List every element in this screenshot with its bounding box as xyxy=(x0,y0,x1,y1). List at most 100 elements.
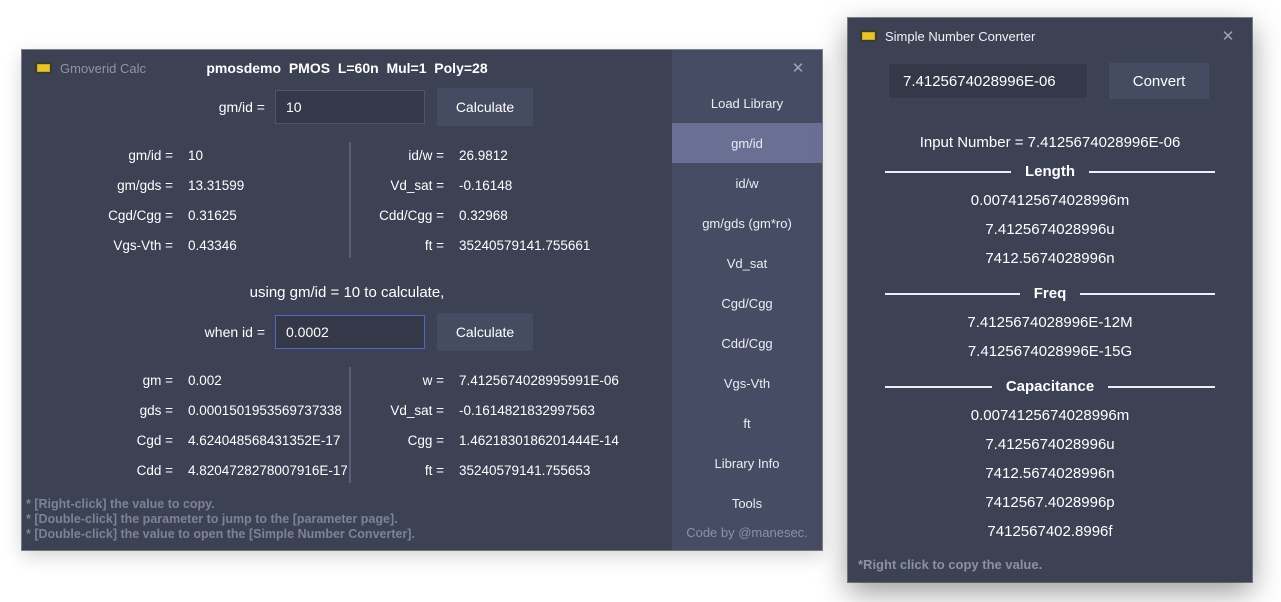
result-label[interactable]: gm = xyxy=(142,372,173,388)
result-value[interactable]: 13.31599 xyxy=(188,177,245,193)
result-row: w = 7.4125674028995991E-06 xyxy=(353,365,671,395)
using-gmid-text: using gm/id = 10 to calculate, xyxy=(249,284,445,301)
result-label[interactable]: gm/gds = xyxy=(117,177,173,193)
result-row: Cdd/Cgg = 0.32968 xyxy=(353,200,671,230)
sidebar-item-vgsvth[interactable]: Vgs-Vth xyxy=(723,375,771,391)
result-value[interactable]: 4.8204728278007916E-17 xyxy=(188,462,347,478)
result-row: gm = 0.002 xyxy=(22,365,347,395)
app-icon xyxy=(35,62,52,74)
result-value[interactable]: 35240579141.755653 xyxy=(459,462,591,478)
calc-window-title: Gmoverid Calc xyxy=(60,60,146,76)
convert-button[interactable]: Convert xyxy=(1109,63,1209,99)
result-value[interactable]: -0.16148 xyxy=(459,177,513,193)
result-value[interactable]: 26.9812 xyxy=(459,147,508,163)
sidebar-item-cddcgg[interactable]: Cdd/Cgg xyxy=(721,335,773,351)
calculate-button-2[interactable]: Calculate xyxy=(437,313,533,351)
gmid-input-row: gm/id = Calculate xyxy=(22,88,672,126)
converted-value[interactable]: 7412.5674028996n xyxy=(985,465,1115,482)
gmid-input-label: gm/id = xyxy=(218,99,265,115)
converter-titlebar[interactable]: Simple Number Converter ✕ xyxy=(848,18,1252,54)
converted-value[interactable]: 7412567.4028996p xyxy=(985,494,1115,511)
sidebar-item-load-library[interactable]: Load Library xyxy=(710,95,784,111)
sidebar-item-gmid[interactable]: gm/id xyxy=(672,123,822,163)
result-label[interactable]: ft = xyxy=(424,237,444,253)
column-divider xyxy=(349,142,351,258)
results-section-2: gm = 0.002 gds = 0.0001501953569737338 Cgd… xyxy=(22,365,672,485)
result-label[interactable]: ft = xyxy=(424,462,444,478)
sidebar-item-library-info[interactable]: Library Info xyxy=(714,455,780,471)
result-row: Vd_sat = -0.16148 xyxy=(353,170,671,200)
result-label[interactable]: Vd_sat = xyxy=(390,402,444,418)
freq-section-header: Freq xyxy=(885,285,1216,302)
converted-value[interactable]: 7.4125674028996E-15G xyxy=(967,343,1133,360)
calc-titlebar[interactable]: Gmoverid Calc pmosdemo PMOS L=60n Mul=1 … xyxy=(22,50,672,86)
result-value[interactable]: 4.624048568431352E-17 xyxy=(188,432,341,448)
result-row: Vgs-Vth = 0.43346 xyxy=(22,230,347,260)
device-params-text: pmosdemo PMOS L=60n Mul=1 Poly=28 xyxy=(206,60,488,76)
result-row: Cdd = 4.8204728278007916E-17 xyxy=(22,455,347,485)
result-row: gm/gds = 13.31599 xyxy=(22,170,347,200)
result-value[interactable]: 10 xyxy=(188,147,204,163)
hint-line: * [Double-click] the value to open the [… xyxy=(26,527,415,541)
result-value[interactable]: 0.43346 xyxy=(188,237,237,253)
close-icon[interactable]: ✕ xyxy=(1221,28,1235,45)
result-value[interactable]: 0.0001501953569737338 xyxy=(188,402,342,418)
converted-value[interactable]: 7412567402.8996f xyxy=(987,523,1113,540)
result-value[interactable]: 7.4125674028995991E-06 xyxy=(459,372,619,388)
converter-input-row: Convert xyxy=(888,63,1252,99)
result-row: Cgg = 1.4621830186201444E-14 xyxy=(353,425,671,455)
result-label[interactable]: id/w = xyxy=(408,147,444,163)
converted-value[interactable]: 7.4125674028996u xyxy=(985,436,1115,453)
result-label[interactable]: gm/id = xyxy=(128,147,173,163)
result-value[interactable]: 0.31625 xyxy=(188,207,237,223)
result-label[interactable]: Cgd/Cgg = xyxy=(108,207,173,223)
divider-line xyxy=(885,292,1020,295)
result-row: ft = 35240579141.755661 xyxy=(353,230,671,260)
author-credit: Code by @manesec. xyxy=(686,525,808,540)
result-value[interactable]: 0.002 xyxy=(188,372,222,388)
result-row: gm/id = 10 xyxy=(22,140,347,170)
section-title: Length xyxy=(1025,163,1075,180)
converted-value[interactable]: 7.4125674028996u xyxy=(985,221,1115,238)
result-value[interactable]: 35240579141.755661 xyxy=(459,237,591,253)
result-label[interactable]: Cdd = xyxy=(136,462,173,478)
result-row: Cgd/Cgg = 0.31625 xyxy=(22,200,347,230)
converted-value[interactable]: 7.4125674028996E-12M xyxy=(967,314,1133,331)
divider-line xyxy=(885,385,992,388)
divider-line xyxy=(885,170,1011,173)
sidebar-item-cgdcgg[interactable]: Cgd/Cgg xyxy=(721,295,773,311)
number-input[interactable] xyxy=(888,63,1088,99)
app-icon xyxy=(860,30,877,42)
sidebar-item-ft[interactable]: ft xyxy=(743,415,751,431)
result-label[interactable]: Cdd/Cgg = xyxy=(379,207,444,223)
converter-window-title: Simple Number Converter xyxy=(885,28,1036,44)
result-row: ft = 35240579141.755653 xyxy=(353,455,671,485)
when-id-input[interactable] xyxy=(275,315,425,349)
sidebar-item-idw[interactable]: id/w xyxy=(735,175,759,191)
divider-line xyxy=(1089,170,1215,173)
result-value[interactable]: 0.32968 xyxy=(459,207,508,223)
gmid-input[interactable] xyxy=(275,90,425,124)
result-row: Cgd = 4.624048568431352E-17 xyxy=(22,425,347,455)
converted-value[interactable]: 0.0074125674028996m xyxy=(970,407,1130,424)
converted-value[interactable]: 0.0074125674028996m xyxy=(970,192,1130,209)
result-label[interactable]: gds = xyxy=(139,402,173,418)
hint-line: * [Right-click] the value to copy. xyxy=(26,497,215,511)
result-label[interactable]: Cgg = xyxy=(407,432,444,448)
converter-footer-hint: *Right click to copy the value. xyxy=(858,557,1043,572)
result-value[interactable]: 1.4621830186201444E-14 xyxy=(459,432,619,448)
results-section-1: gm/id = 10 gm/gds = 13.31599 Cgd/Cgg = 0.31… xyxy=(22,140,672,260)
sidebar-item-tools[interactable]: Tools xyxy=(731,495,763,511)
result-value[interactable]: -0.1614821832997563 xyxy=(459,402,595,418)
section-title: Capacitance xyxy=(1005,378,1095,395)
close-icon[interactable]: ✕ xyxy=(791,60,805,77)
sidebar-item-gmgds[interactable]: gm/gds (gm*ro) xyxy=(702,215,792,231)
calculate-button-1[interactable]: Calculate xyxy=(437,88,533,126)
result-label[interactable]: w = xyxy=(422,372,444,388)
sidebar-item-vdsat[interactable]: Vd_sat xyxy=(726,255,768,271)
divider-line xyxy=(1108,385,1215,388)
result-label[interactable]: Vgs-Vth = xyxy=(113,237,173,253)
converted-value[interactable]: 7412.5674028996n xyxy=(985,250,1115,267)
result-label[interactable]: Vd_sat = xyxy=(390,177,444,193)
result-label[interactable]: Cgd = xyxy=(136,432,173,448)
